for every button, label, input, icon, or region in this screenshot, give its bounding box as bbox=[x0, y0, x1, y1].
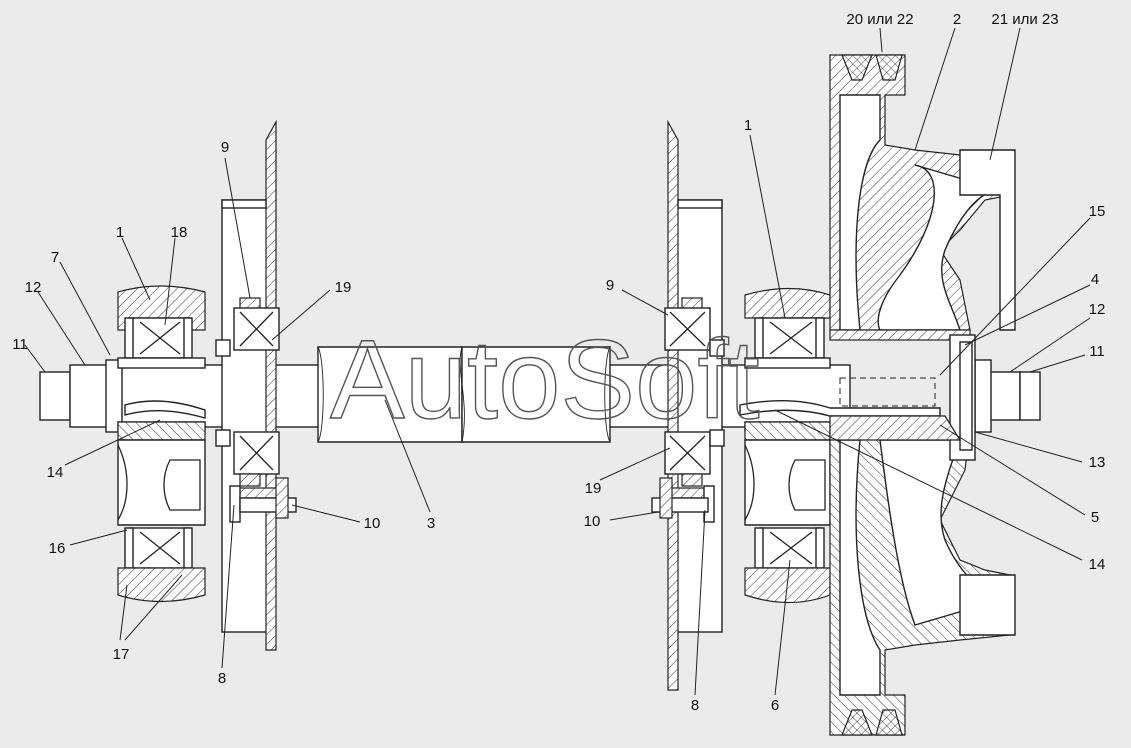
callout-c-3: 3 bbox=[427, 515, 435, 532]
callout-c-19-left: 19 bbox=[335, 279, 352, 296]
callout-c-11-right: 11 bbox=[1089, 343, 1105, 360]
callout-c-17: 17 bbox=[113, 646, 130, 663]
callout-c-19-right: 19 bbox=[585, 480, 602, 497]
callout-c-1-left: 1 bbox=[116, 224, 124, 241]
right-disc-support bbox=[651, 119, 725, 691]
callout-c-1-right: 1 bbox=[744, 117, 752, 134]
callout-c-10-left: 10 bbox=[364, 515, 381, 532]
callout-c-20-22: 20 или 22 bbox=[846, 11, 913, 28]
callout-c-8-right: 8 bbox=[691, 697, 699, 714]
callout-c-9-right: 9 bbox=[606, 277, 614, 294]
callout-c-2: 2 bbox=[953, 11, 961, 28]
callout-c-15: 15 bbox=[1089, 203, 1106, 220]
callout-c-21-23: 21 или 23 bbox=[991, 11, 1058, 28]
callout-c-10-right: 10 bbox=[584, 513, 601, 530]
callout-c-6: 6 bbox=[771, 697, 779, 714]
callout-c-11-left: 11 bbox=[12, 336, 28, 353]
leader-lines bbox=[24, 27, 1091, 696]
callout-c-16: 16 bbox=[49, 540, 66, 557]
callout-c-4: 4 bbox=[1091, 271, 1099, 288]
callout-c-14-right: 14 bbox=[1089, 556, 1106, 573]
left-wheel-assembly bbox=[117, 285, 206, 603]
callout-c-8-left: 8 bbox=[218, 670, 226, 687]
pulley bbox=[829, 54, 1016, 736]
callout-c-12-left: 12 bbox=[25, 279, 42, 296]
callout-c-9-left: 9 bbox=[221, 139, 229, 156]
watermark-text: AutoSoft bbox=[330, 317, 760, 442]
callout-c-7: 7 bbox=[51, 249, 59, 266]
callout-c-5: 5 bbox=[1091, 509, 1099, 526]
callout-c-18: 18 bbox=[171, 224, 188, 241]
callout-c-14-left: 14 bbox=[47, 464, 64, 481]
callout-c-12-right: 12 bbox=[1089, 301, 1106, 318]
callout-c-13: 13 bbox=[1089, 454, 1106, 471]
